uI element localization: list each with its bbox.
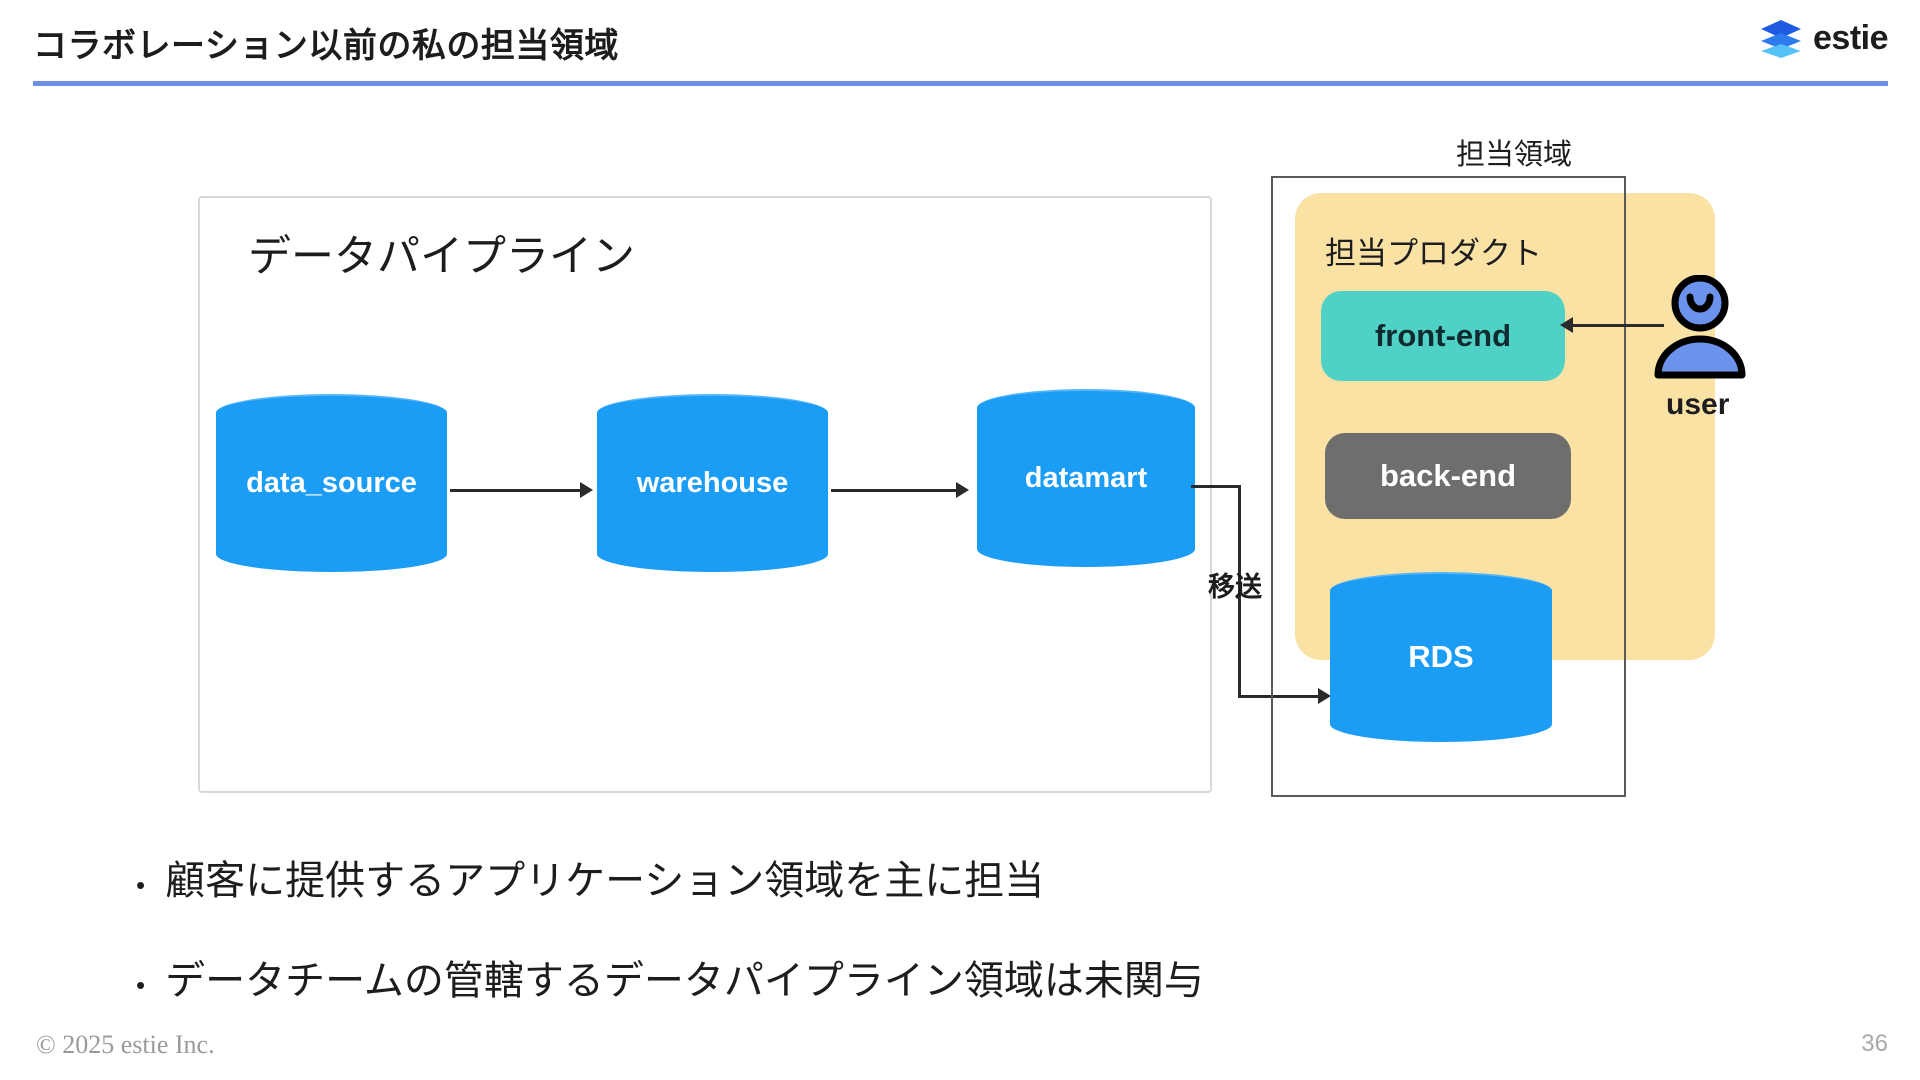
cylinder-top bbox=[977, 389, 1195, 427]
arrow-data-source-to-warehouse bbox=[450, 489, 583, 492]
connector-datamart-to-rds-segment-2 bbox=[1238, 485, 1241, 698]
list-item: • 顧客に提供するアプリケーション領域を主に担当 bbox=[136, 848, 1536, 906]
bullet-list: • 顧客に提供するアプリケーション領域を主に担当 • データチームの管轄するデー… bbox=[136, 848, 1536, 1048]
bullet-text: データチームの管轄するデータパイプライン領域は未関与 bbox=[165, 959, 1204, 1003]
bullet-marker-icon: • bbox=[136, 970, 146, 1000]
connector-datamart-to-rds-segment-1 bbox=[1191, 485, 1241, 488]
ownership-area-outline bbox=[1271, 176, 1626, 797]
arrow-head-icon bbox=[580, 482, 593, 498]
assigned-product-heading: 担当プロダクト bbox=[1325, 236, 1542, 271]
cylinder-body bbox=[1330, 590, 1552, 724]
user-person-icon bbox=[1654, 275, 1746, 379]
bullet-marker-icon: • bbox=[136, 870, 146, 900]
footer-copyright: © 2025 estie Inc. bbox=[36, 1030, 215, 1059]
cylinder-top bbox=[216, 394, 447, 432]
data-pipeline-heading: データパイプライン bbox=[248, 233, 635, 281]
node-label: RDS bbox=[1408, 639, 1474, 674]
node-datamart[interactable]: datamart bbox=[977, 389, 1195, 567]
cylinder-top bbox=[1330, 572, 1552, 610]
connector-datamart-to-rds-segment-3 bbox=[1238, 695, 1323, 698]
node-rds[interactable]: RDS bbox=[1330, 572, 1552, 742]
bullet-text: 顧客に提供するアプリケーション領域を主に担当 bbox=[165, 859, 1045, 903]
arrow-head-icon bbox=[1560, 317, 1573, 333]
header-divider bbox=[33, 81, 1888, 86]
user-label: user bbox=[1666, 388, 1730, 421]
cylinder-body bbox=[977, 407, 1195, 549]
cylinder-top bbox=[597, 394, 828, 432]
node-data-source[interactable]: data_source bbox=[216, 394, 447, 572]
ownership-area-caption: 担当領域 bbox=[1456, 139, 1573, 171]
list-item: • データチームの管轄するデータパイプライン領域は未関与 bbox=[136, 948, 1536, 1006]
node-back-end[interactable]: back-end bbox=[1325, 433, 1571, 519]
logo-wordmark: estie bbox=[1813, 19, 1889, 57]
node-label: data_source bbox=[246, 466, 417, 499]
arrow-user-to-front-end bbox=[1572, 324, 1664, 327]
node-label: datamart bbox=[1024, 461, 1148, 494]
page-number: 36 bbox=[1861, 1030, 1888, 1057]
arrow-warehouse-to-datamart bbox=[831, 489, 959, 492]
page-title: コラボレーション以前の私の担当領域 bbox=[33, 27, 619, 65]
cylinder-body bbox=[216, 412, 447, 554]
arrow-head-icon bbox=[1318, 688, 1331, 704]
transfer-label: 移送 bbox=[1208, 572, 1262, 602]
arrow-head-icon bbox=[956, 482, 969, 498]
cylinder-body bbox=[597, 412, 828, 554]
node-front-end[interactable]: front-end bbox=[1321, 291, 1565, 381]
stacked-layers-icon bbox=[1761, 20, 1801, 58]
node-label: warehouse bbox=[636, 466, 789, 499]
node-warehouse[interactable]: warehouse bbox=[597, 394, 828, 572]
estie-logo: estie bbox=[1759, 16, 1889, 60]
